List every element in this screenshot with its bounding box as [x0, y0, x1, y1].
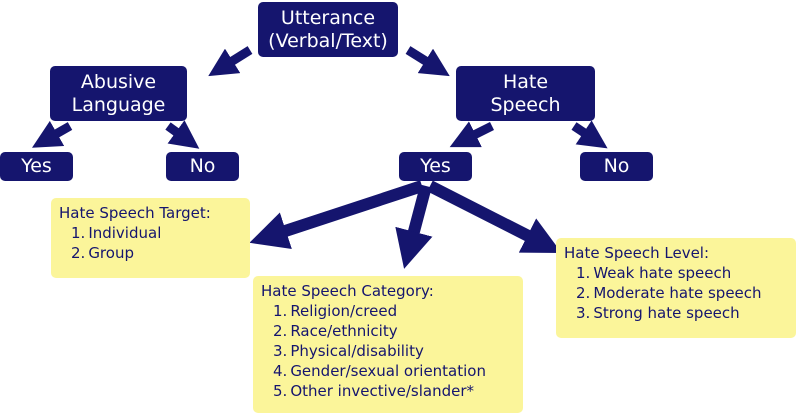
item-text: Group [88, 244, 134, 262]
level-list: 1.Weak hate speech 2.Moderate hate speec… [564, 263, 788, 323]
node-hate-no: No [580, 152, 653, 181]
list-item: 1.Individual [71, 223, 242, 243]
item-text: Other invective/slander* [290, 382, 475, 400]
node-hate-no-label: No [603, 155, 630, 177]
item-number: 2. [71, 244, 86, 262]
list-item: 1.Weak hate speech [576, 263, 788, 283]
node-utterance: Utterance (Verbal/Text) [258, 2, 398, 57]
category-list: 1.Religion/creed 2.Race/ethnicity 3.Phys… [261, 301, 515, 401]
arrow-yes-to-level [427, 180, 562, 253]
list-item: 2.Group [71, 243, 242, 263]
item-number: 1. [273, 302, 288, 320]
arrow-utterance-to-abusive [208, 46, 253, 77]
list-item: 3.Strong hate speech [576, 303, 788, 323]
category-title: Hate Speech Category: [261, 282, 434, 300]
arrow-abusive-to-no [165, 120, 200, 149]
arrow-hate-to-yes [449, 121, 495, 148]
list-item: 3.Physical/disability [273, 341, 515, 361]
node-utterance-line1: Utterance [280, 6, 376, 29]
item-number: 2. [576, 284, 591, 302]
node-abusive-no-label: No [189, 155, 216, 177]
item-number: 4. [273, 362, 288, 380]
arrow-utterance-to-hate [405, 46, 450, 77]
target-title: Hate Speech Target: [59, 204, 211, 222]
node-hate-line1: Hate [502, 70, 549, 93]
list-item: 1.Religion/creed [273, 301, 515, 321]
list-item: 2.Race/ethnicity [273, 321, 515, 341]
node-hate-line2: Speech [490, 93, 561, 116]
item-number: 1. [576, 264, 591, 282]
item-text: Moderate hate speech [593, 284, 762, 302]
node-hate-speech: Hate Speech [456, 66, 595, 121]
item-number: 3. [273, 342, 288, 360]
list-item: 4.Gender/sexual orientation [273, 361, 515, 381]
item-text: Weak hate speech [593, 264, 732, 282]
box-hate-speech-level: Hate Speech Level: 1.Weak hate speech 2.… [556, 238, 796, 338]
node-utterance-line2: (Verbal/Text) [268, 29, 388, 52]
node-hate-yes: Yes [399, 152, 472, 181]
item-text: Physical/disability [290, 342, 424, 360]
item-number: 1. [71, 224, 86, 242]
item-text: Individual [88, 224, 162, 242]
item-text: Race/ethnicity [290, 322, 398, 340]
item-number: 5. [273, 382, 288, 400]
node-abusive-yes-label: Yes [21, 155, 52, 177]
node-abusive-no: No [166, 152, 239, 181]
arrow-yes-to-target [249, 180, 424, 250]
item-number: 2. [273, 322, 288, 340]
node-abusive-line1: Abusive [80, 70, 157, 93]
list-item: 5.Other invective/slander* [273, 381, 515, 401]
box-hate-speech-category: Hate Speech Category: 1.Religion/creed 2… [253, 276, 523, 413]
target-list: 1.Individual 2.Group [59, 223, 242, 263]
arrow-hate-to-no [571, 120, 608, 149]
level-title: Hate Speech Level: [564, 244, 710, 262]
node-hate-yes-label: Yes [420, 155, 451, 177]
item-text: Strong hate speech [593, 304, 740, 322]
list-item: 2.Moderate hate speech [576, 283, 788, 303]
arrow-yes-to-category [395, 184, 433, 269]
node-abusive-line2: Language [71, 93, 166, 116]
arrow-abusive-to-yes [31, 120, 73, 148]
item-text: Religion/creed [290, 302, 398, 320]
node-abusive-language: Abusive Language [50, 66, 187, 121]
box-hate-speech-target: Hate Speech Target: 1.Individual 2.Group [51, 198, 250, 278]
item-text: Gender/sexual orientation [290, 362, 486, 380]
item-number: 3. [576, 304, 591, 322]
node-abusive-yes: Yes [0, 152, 73, 181]
